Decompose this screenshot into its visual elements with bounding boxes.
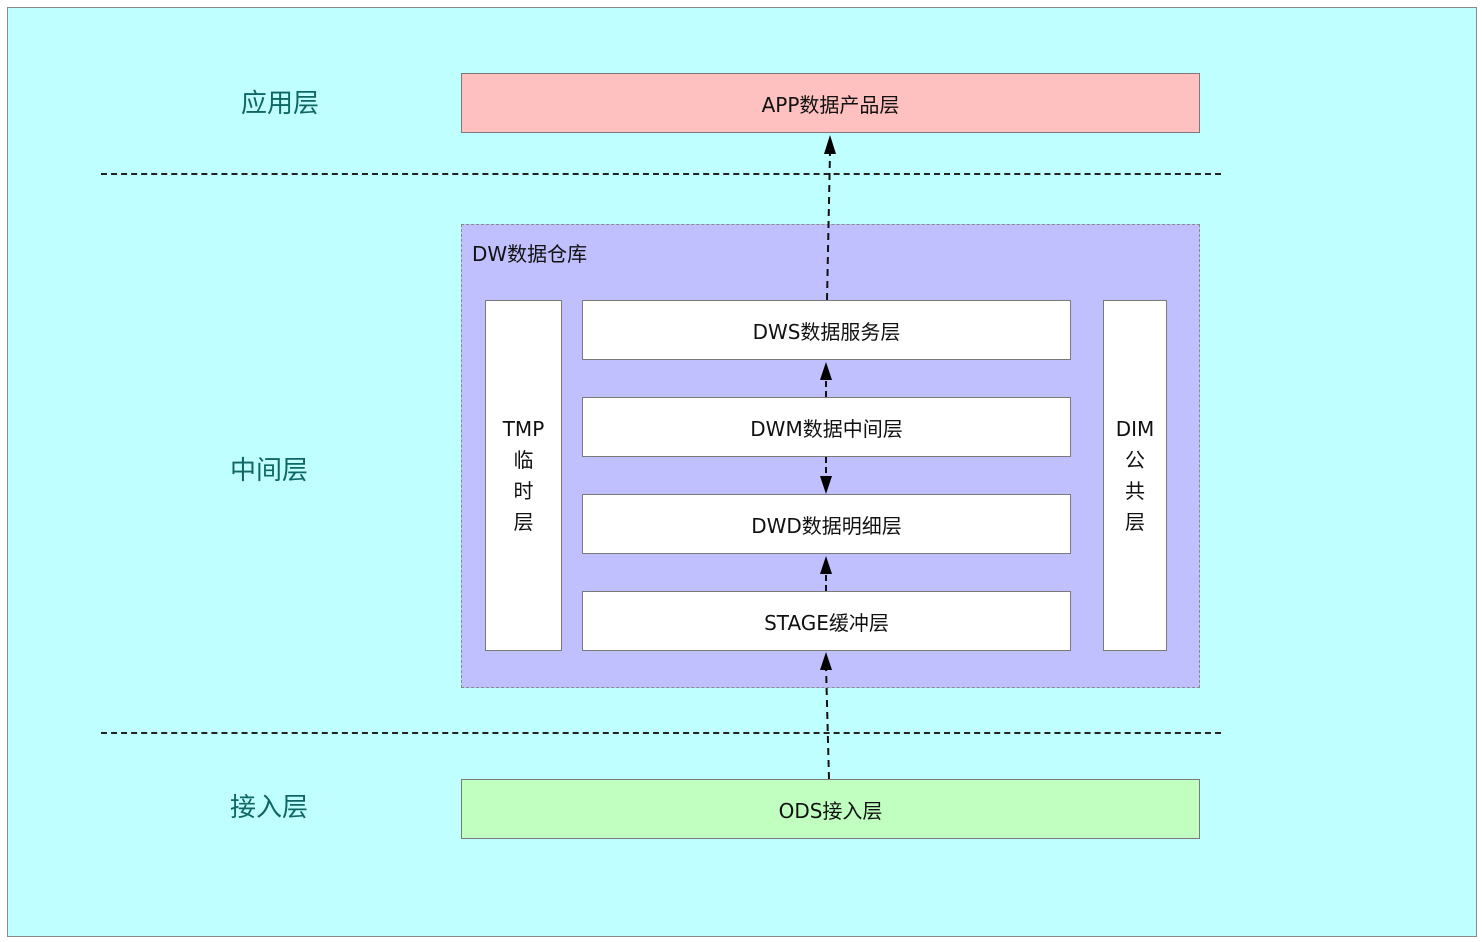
dim-label-line: 共 [1125,478,1145,503]
divider-bottom [101,732,1221,734]
dim-label-line: DIM [1115,416,1155,441]
tmp-label-line: 临 [513,447,534,472]
dim-common-layer: DIM 公 共 层 [1103,300,1167,651]
dw-data-warehouse-title: DW数据仓库 [472,242,588,266]
dws-data-service-layer: DWS数据服务层 [582,300,1071,360]
divider-top [101,173,1221,175]
app-data-product-layer: APP数据产品层 [461,73,1200,133]
dim-label-line: 层 [1125,509,1145,534]
tmp-label-line: 时 [513,478,534,503]
app-layer-label: 应用层 [240,89,319,119]
middle-layer-label: 中间层 [229,456,308,486]
tmp-label-line: TMP [502,416,545,441]
stage-buffer-layer: STAGE缓冲层 [582,591,1071,651]
ods-access-layer: ODS接入层 [461,779,1200,839]
dwd-data-detail-layer: DWD数据明细层 [582,494,1071,554]
dim-label-line: 公 [1125,447,1145,472]
access-layer-label: 接入层 [229,793,308,823]
dwm-data-middle-layer: DWM数据中间层 [582,397,1071,457]
tmp-temporary-layer: TMP 临 时 层 [485,300,562,651]
tmp-label-line: 层 [513,509,534,534]
